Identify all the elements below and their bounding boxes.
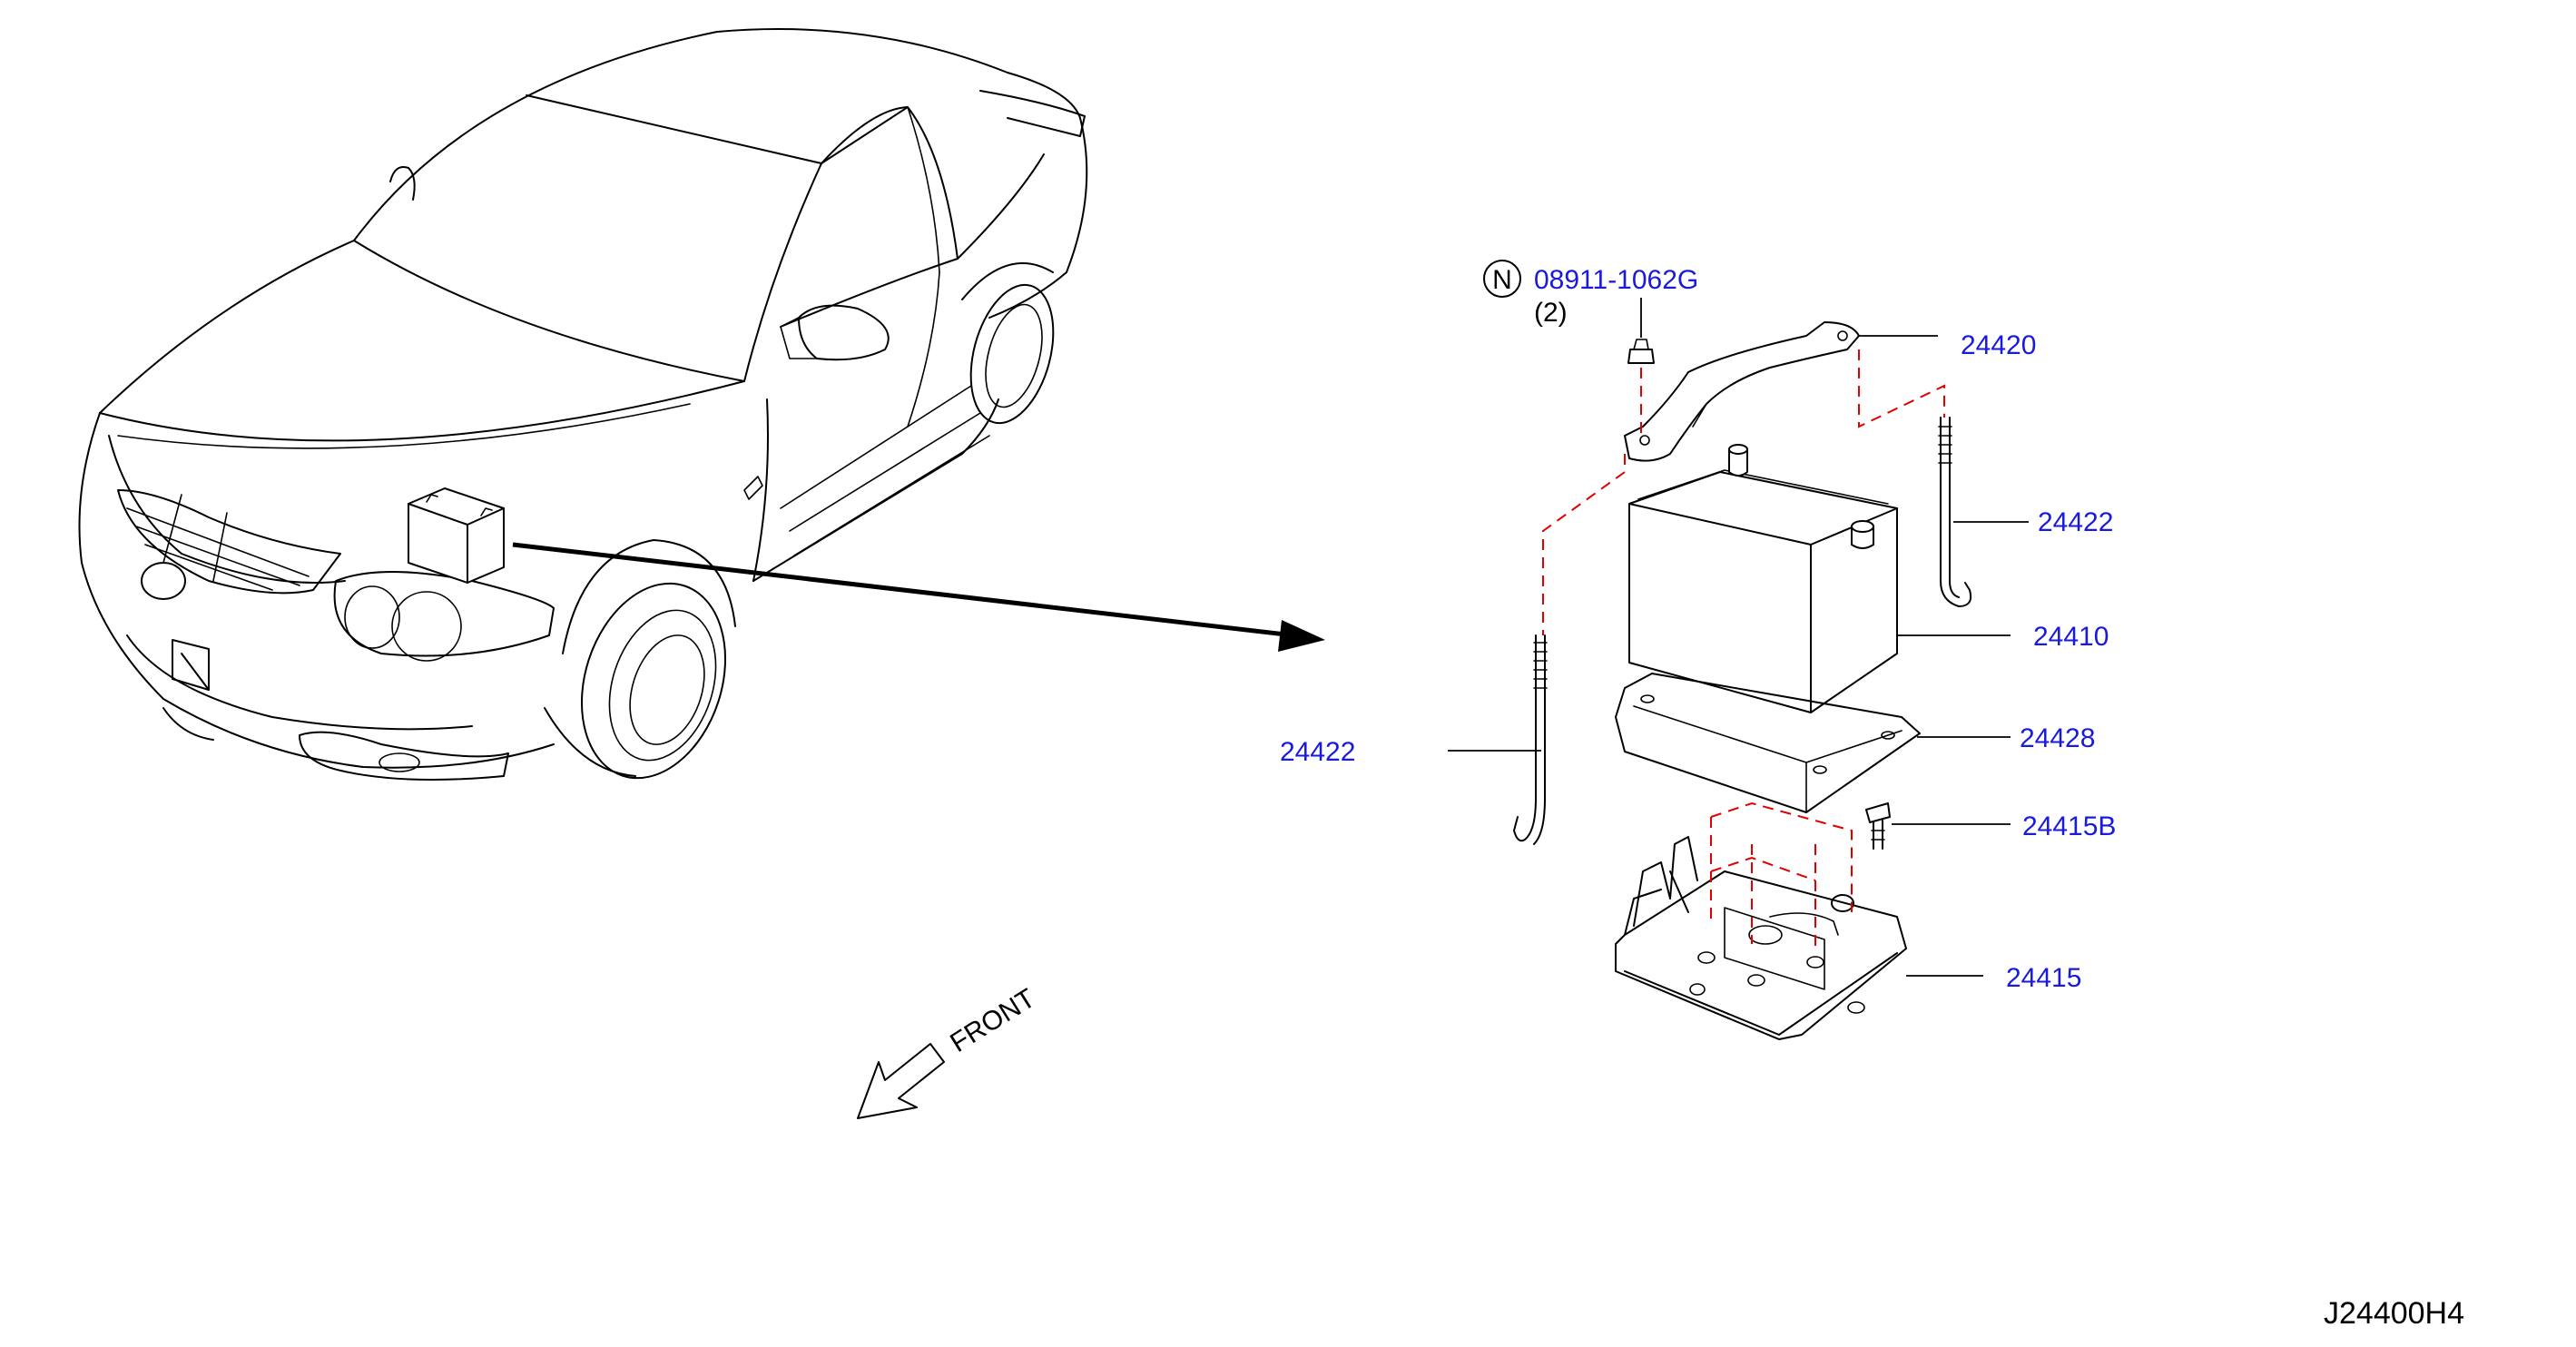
note-circle-icon [1483,260,1521,298]
callout-pad: 24428 [2020,723,2095,753]
callout-bolt: 24415B [2022,811,2116,841]
note-quantity: (2) [1534,298,1568,328]
nut-part [1627,298,1655,364]
alignment-lines [1542,349,1945,953]
callout-rod-left: 24422 [1280,737,1355,767]
rod-right-part [1938,417,1972,607]
battery-part [1628,444,1898,713]
rod-left-part [1513,634,1548,845]
callout-bracket: 24420 [1961,330,2036,360]
callout-battery: 24410 [2033,622,2109,652]
leader-lines [1448,335,2029,977]
callout-rod-right: 24422 [2038,507,2113,537]
pad-part [1615,673,1921,813]
car-illustration [78,28,1088,781]
tray-part [1615,836,1907,1040]
bolt-part [1865,802,1891,850]
note-callout: N 08911-1062G (2) [1483,260,1698,328]
front-direction: FRONT [857,983,1040,1119]
pointer-arrow [512,542,1325,652]
diagram-code: J24400H4 [2324,1296,2464,1331]
note-symbol: N [1492,265,1512,295]
bracket-part [1624,321,1860,462]
front-label: FRONT [945,983,1040,1058]
note-part-number: 08911-1062G [1534,265,1698,295]
callout-tray: 24415 [2006,963,2081,993]
